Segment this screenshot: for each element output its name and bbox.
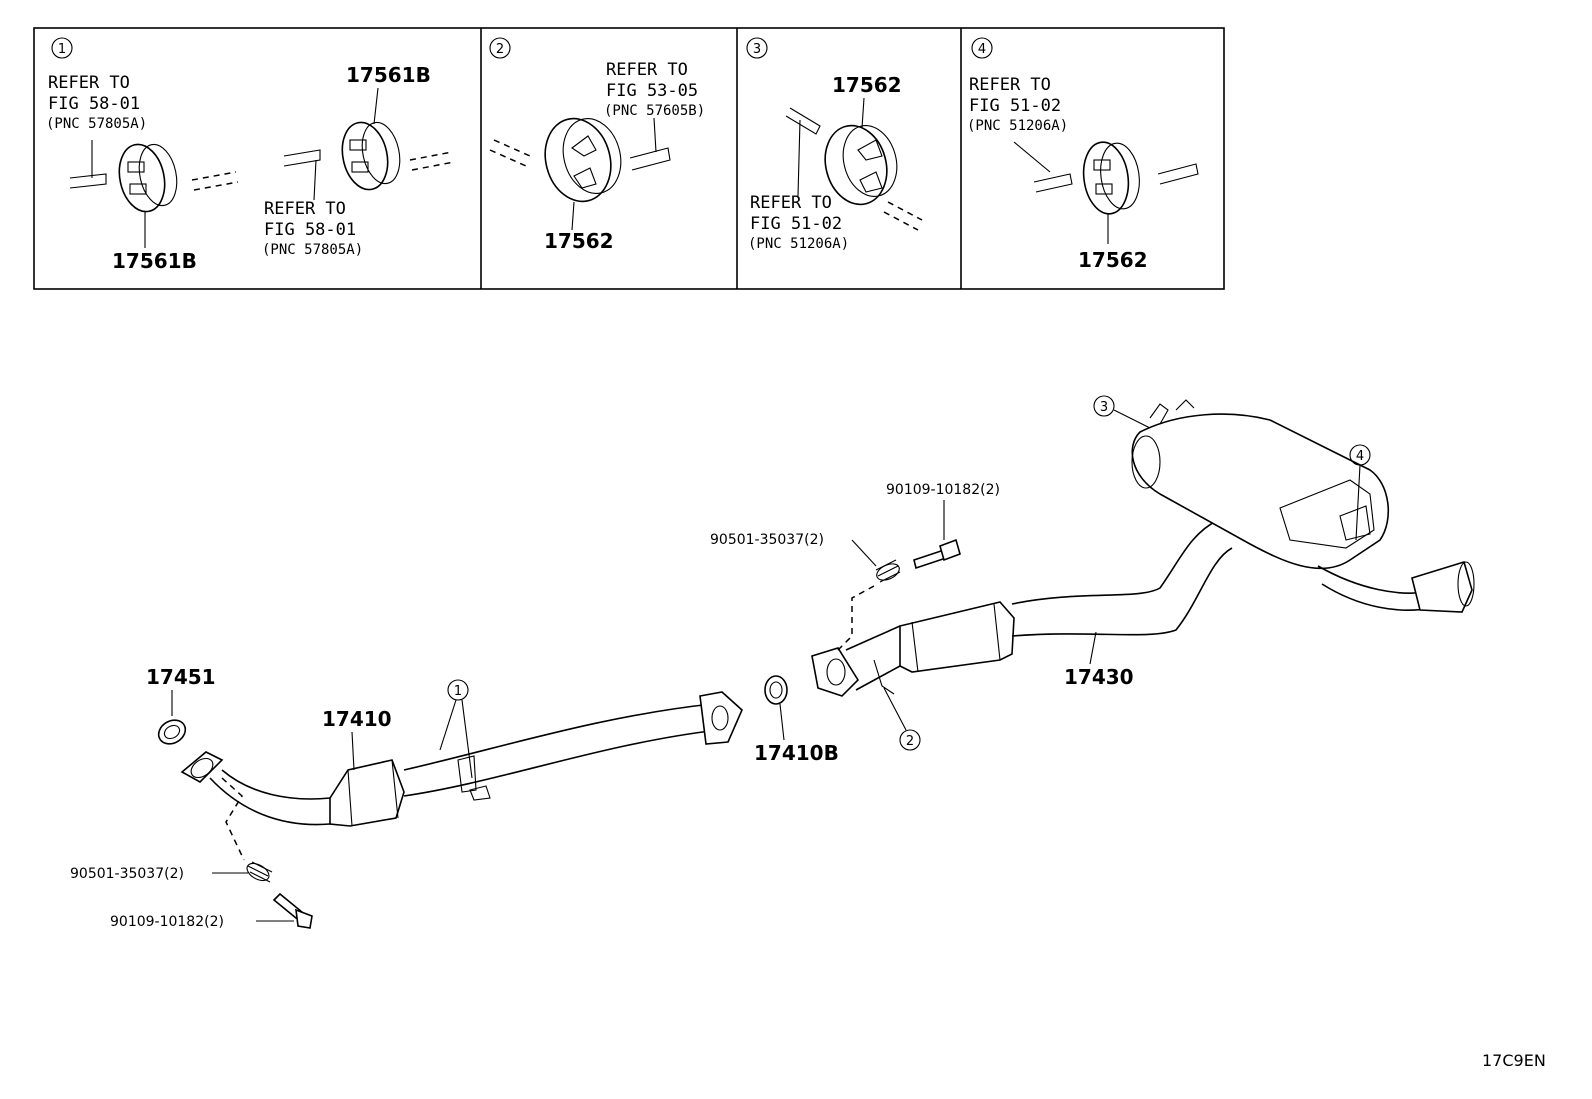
label-17430: 17430 [1064,665,1134,689]
callout-1: 1 [454,684,462,699]
bolt-bottom [272,892,304,920]
panel-1-right-ref-line1: REFER TO [264,199,346,219]
label-17451: 17451 [146,665,216,689]
label-17410: 17410 [322,707,392,731]
panel-3-ref-line2: FIG 51-02 [750,214,842,234]
panel-2-ref-line3: (PNC 57605B) [604,103,705,119]
panel-1-number: 1 [58,42,66,57]
detail-panels [33,27,1225,290]
panel-3-ref-line1: REFER TO [750,193,832,213]
panel-2-ref-line1: REFER TO [606,60,688,80]
panel-4-ref-line3: (PNC 51206A) [967,118,1068,134]
panel-1-left-ref-line1: REFER TO [48,73,130,93]
hanger-17561B-left [118,143,178,213]
callout-4: 4 [1356,449,1364,464]
label-17410B: 17410B [754,741,839,765]
hanger-17562-panel-3 [824,124,898,206]
label-spring-top: 90501-35037(2) [710,532,824,548]
label-spring-bottom: 90501-35037(2) [70,866,184,882]
label-bolt-top: 90109-10182(2) [886,482,1000,498]
panel-4: 4 REFER TO FIG 51-02 (PNC 51206A) 17562 [967,37,1199,272]
panel-1-right-part: 17561B [346,63,431,87]
panel-4-part: 17562 [1078,248,1148,272]
spring-top [875,559,901,583]
gasket-17410B-group: 17410B [754,675,839,765]
panel-4-ref-line2: FIG 51-02 [969,96,1061,116]
tail-pipe-assembly: 17430 2 3 4 90109-10182(2) 90501-35037(2… [710,395,1475,751]
panel-1-right-ref-line2: FIG 58-01 [264,220,356,240]
hanger-17562-panel-4 [1082,141,1140,215]
panel-1-left-part: 17561B [112,249,197,273]
hanger-17562-panel-2 [544,117,622,203]
panel-3-part: 17562 [832,73,902,97]
hanger-17561B-right [341,121,401,191]
tail-tip [1411,560,1473,613]
callout-3: 3 [1100,400,1108,415]
panel-3-number: 3 [753,42,761,57]
panel-1-right-ref-line3: (PNC 57805A) [262,242,363,258]
panel-2: 2 REFER TO FIG 53-05 (PNC 57605B) 17562 [489,37,705,253]
panel-3-ref-line3: (PNC 51206A) [748,236,849,252]
panel-3: 3 17562 REFER TO FIG 51-02 (PNC 51206A) [746,37,923,252]
label-bolt-bottom: 90109-10182(2) [110,914,224,930]
panel-1-left-ref-line3: (PNC 57805A) [46,116,147,132]
panel-4-number: 4 [978,42,986,57]
panel-1: 1 REFER TO FIG 58-01 (PNC 57805A) 17561B… [46,37,455,273]
muffler [1131,413,1390,570]
gasket-17410B [764,675,788,705]
front-pipe-assembly: 17451 17410 1 90501-35037(2) [70,665,743,930]
panel-4-ref-line1: REFER TO [969,75,1051,95]
panel-2-number: 2 [496,42,504,57]
figure-code: 17C9EN [1482,1051,1546,1070]
panel-1-left-ref-line2: FIG 58-01 [48,94,140,114]
panel-2-part: 17562 [544,229,614,253]
gasket-17451 [157,719,187,745]
panel-2-ref-line2: FIG 53-05 [606,81,698,101]
callout-2: 2 [906,734,914,749]
